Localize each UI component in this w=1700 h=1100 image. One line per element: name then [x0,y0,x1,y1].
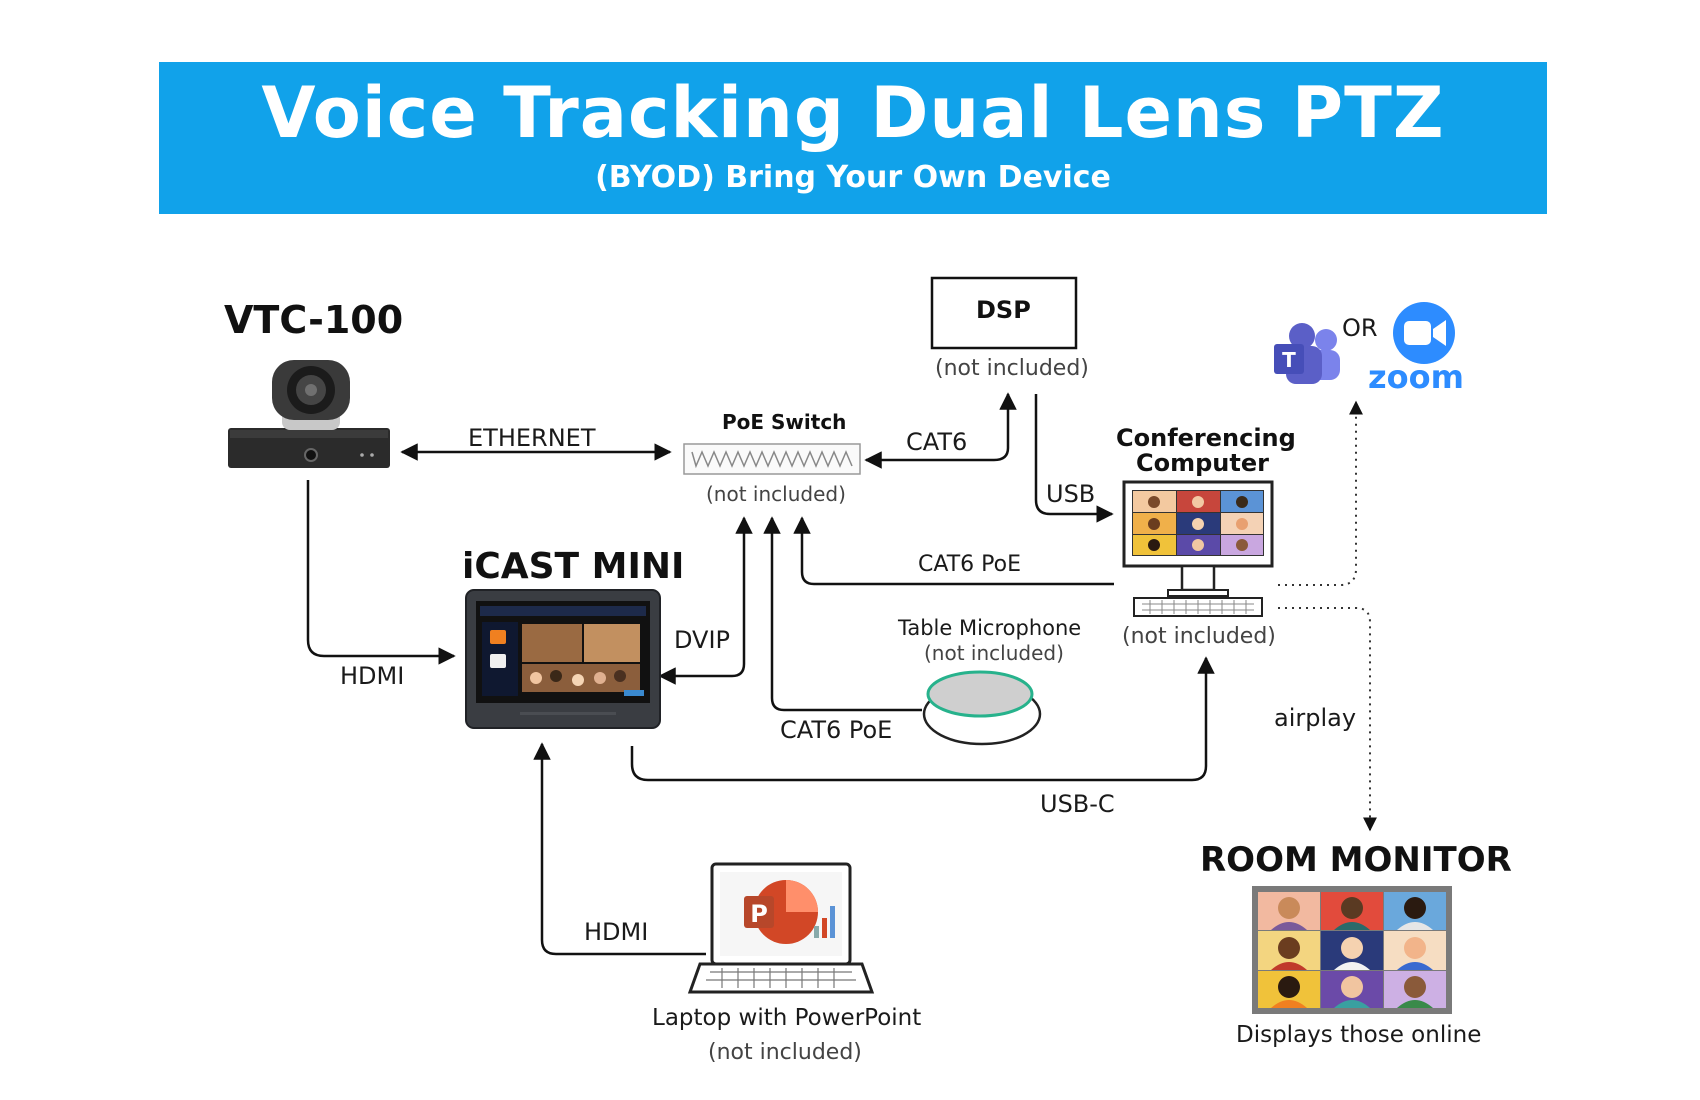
microphone-note: (not included) [924,641,1064,665]
page-subtitle: (BYOD) Bring Your Own Device [595,160,1111,195]
cat6-poe-mic-label: CAT6 PoE [780,716,893,744]
room-monitor-label: ROOM MONITOR [1200,840,1512,880]
usb-line [1034,394,1114,523]
airplay-dotted-line [1278,607,1377,832]
dvip-label: DVIP [674,626,731,654]
video-tiles [1133,491,1263,555]
desktop-computer-icon [1122,480,1274,617]
laptop-powerpoint-icon: P [687,862,875,994]
dsp-label: DSP [976,296,1031,324]
hdmi-laptop-line [533,742,706,956]
airplay-label: airplay [1274,704,1357,732]
dsp-note: (not included) [935,356,1089,381]
poe-switch-label: PoE Switch [722,410,847,434]
hdmi-camera-label: HDMI [340,662,405,690]
computer-label-line2: Computer [1136,449,1269,477]
laptop-note: (not included) [708,1040,862,1065]
touch-panel-icon [465,589,661,729]
table-microphone-icon [922,670,1042,746]
computer-label-line1: Conferencing [1116,424,1296,452]
ptz-camera-icon [228,360,390,468]
room-monitor-caption: Displays those online [1236,1022,1482,1048]
cat6-poe-mic-line [763,516,922,712]
computer-note: (not included) [1122,624,1276,649]
cat6-poe-computer-label: CAT6 PoE [918,552,1021,577]
or-label: OR [1342,314,1378,342]
title-banner: Voice Tracking Dual Lens PTZ (BYOD) Brin… [159,62,1547,214]
microphone-label: Table Microphone [898,616,1082,640]
zoom-camera-icon [1393,302,1455,364]
network-switch-icon [683,443,861,475]
page-title: Voice Tracking Dual Lens PTZ [261,72,1445,154]
vtc-100-label: VTC-100 [224,298,404,342]
ethernet-label: ETHERNET [468,424,596,452]
usb-label: USB [1046,480,1096,508]
dsp-box [930,276,1078,350]
connection-lines [306,392,1215,956]
poe-switch-note: (not included) [706,482,846,506]
svg-text:P: P [750,900,768,928]
dvip-line [658,516,753,685]
video-grid-monitor-icon [1252,886,1452,1014]
laptop-label: Laptop with PowerPoint [652,1005,922,1031]
icast-mini-label: iCAST MINI [462,546,685,587]
dotted-lines [1278,400,1377,832]
zoom-wordmark: zoom [1368,358,1464,396]
usb-c-line [630,656,1215,782]
cat6-label: CAT6 [906,428,968,456]
cat6-poe-computer-line [793,516,1114,586]
hdmi-laptop-label: HDMI [584,918,649,946]
microsoft-teams-icon: T [1274,323,1340,384]
hdmi-camera-line [306,480,456,665]
cat6-line [864,392,1017,469]
svg-text:T: T [1282,348,1296,372]
usb-c-label: USB-C [1040,790,1115,818]
